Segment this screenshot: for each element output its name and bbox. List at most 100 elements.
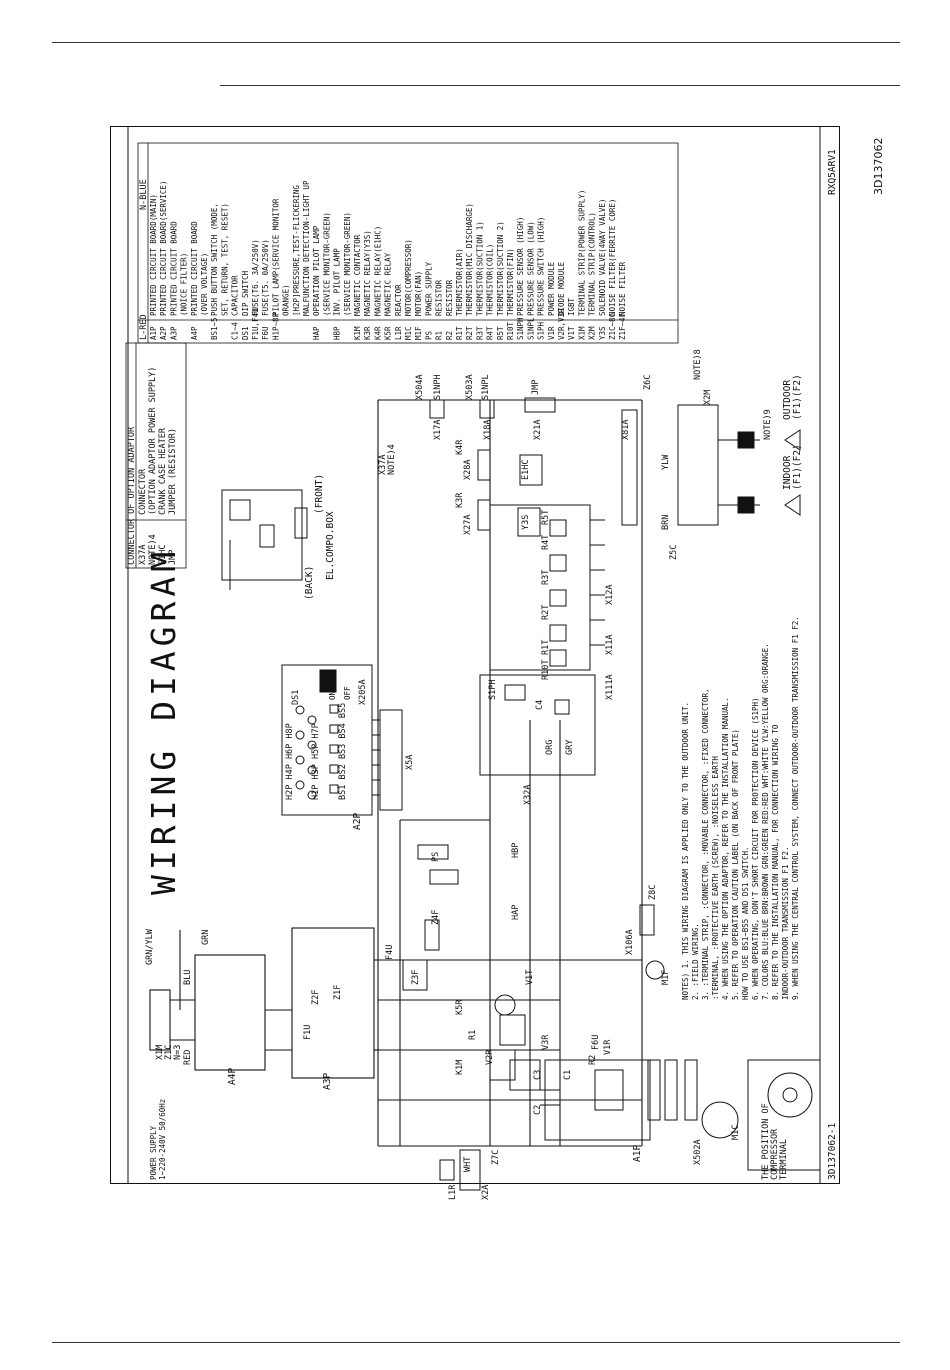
legend-code: A3P <box>169 326 178 340</box>
legend-description: PRINTED CIRCUIT BOARD(SERVICE) <box>159 181 168 316</box>
label-grn: GRN <box>201 930 211 945</box>
legend-description: MAGNETIC RELAY(Y3S) <box>363 230 372 316</box>
legend-code: L1R <box>394 326 403 340</box>
legend-description: (OVER VOLTAGE) <box>200 253 209 316</box>
label-r2: R2 <box>588 1055 598 1065</box>
legend-code: R5T <box>496 326 505 340</box>
note-line: 7. COLORS BLU:BLUE BRN:BROWN GRN:GREEN R… <box>761 643 770 1000</box>
label-note8: NOTE)8 <box>693 349 703 380</box>
legend-description: THERMISTOR(COIL) <box>486 244 495 316</box>
label-x37a: X37A <box>378 455 388 475</box>
label-v2r: V2R <box>485 1049 495 1065</box>
legend-code: K4R <box>373 326 382 340</box>
label-x5a: X5A <box>405 755 415 770</box>
label-v3r: V3R <box>541 1034 551 1050</box>
label-z1f: Z1F <box>333 985 343 1000</box>
label-a4p: A4P <box>227 1068 238 1085</box>
note-line: 4. WHEN USING THE OPTION ADAPTOR, REFER … <box>721 697 730 1000</box>
legend-code: R4T <box>486 326 495 340</box>
label-on: ON <box>328 691 337 700</box>
label-note4: NOTE)4 <box>387 444 397 475</box>
label-h-lamps-bot: H1P H3P H5P H7P <box>311 723 321 800</box>
label-k4r: K4R <box>455 439 465 455</box>
label-x111a: X111A <box>605 674 615 700</box>
legend-description: SOLENOID VALVE(4WAY VALVE) <box>598 199 607 316</box>
legend-code: F6U <box>261 326 270 340</box>
legend-code: R2 <box>445 331 454 340</box>
legend-code: Z1C~8C <box>608 313 617 340</box>
legend-code: M1C <box>404 326 413 340</box>
legend-description: INV. PILOT LAMP <box>333 248 342 316</box>
legend-code: K3R <box>363 326 372 340</box>
indoor-label: INDOOR <box>782 455 793 490</box>
label-y3s: Y3S <box>521 515 531 530</box>
label-r10t: R10T <box>541 660 551 680</box>
label-r1: R1 <box>468 1030 478 1040</box>
legend-description: [H2P]PRESSURE,TEST-FLICKERING <box>292 185 301 316</box>
label-x502a: X502A <box>693 1139 703 1165</box>
legend-code: V1T <box>567 326 576 340</box>
label-x27a: X27A <box>463 515 473 535</box>
label-n3: N=3 <box>173 1045 183 1060</box>
label-e1hc: E1HC <box>521 460 531 480</box>
a2p-board <box>281 664 403 816</box>
label-l1r: L1R <box>448 1184 458 1200</box>
indoor-term: (F1)(F2) <box>792 444 803 490</box>
legend-description: MALFUNCTION DETECTION-LIGHT UP <box>302 180 311 316</box>
label-note9: NOTE)9 <box>763 409 773 440</box>
note-line: HOW TO USE BS1~BS5 AND DS1 SWITCH. <box>741 846 750 1000</box>
legend-code: R3T <box>475 326 484 340</box>
label-z6c: Z6C <box>643 375 653 390</box>
legend-code: X1M <box>577 326 586 340</box>
legend-description: PRINTED CIRCUIT BOARD <box>190 221 199 316</box>
label-s1npl: S1NPL <box>481 374 491 400</box>
label-x81a: X81A <box>621 420 631 440</box>
legend-code: HAP <box>312 326 321 340</box>
legend-description: MAGNETIC CONTACTOR <box>353 234 362 316</box>
note-line: NOTES) 1. THIS WIRING DIAGRAM IS APPLIED… <box>681 702 690 1000</box>
oa-code-4: JMP <box>168 550 178 565</box>
label-x17a: X17A <box>433 420 443 440</box>
oa-code-2: NOTE)4 <box>148 534 158 565</box>
legend-code: C1~4 <box>231 321 240 340</box>
note-line: 9. WHEN USING THE CENTRAL CONTROL SYSTEM… <box>791 616 800 1000</box>
legend-description: CAPACITOR <box>231 275 240 316</box>
compressor-note-1: THE POSITION OF <box>761 1103 771 1180</box>
label-x106a: X106A <box>625 929 635 955</box>
legend-description: NOISE FILTER <box>618 261 627 316</box>
label-x504a: X504A <box>415 374 425 400</box>
legend-code: X2M <box>588 326 597 340</box>
legend-code: M1F <box>414 326 423 340</box>
wire-red: RED <box>183 1050 193 1065</box>
legend-code: A1P <box>149 326 158 340</box>
label-x18a: X18A <box>483 420 493 440</box>
legend-description: DIP SWITCH <box>241 270 250 316</box>
label-r5t: R5T <box>541 510 551 525</box>
label-r3t: R3T <box>541 570 551 585</box>
note-line: 2. :FIELD WIRING. <box>691 923 700 1000</box>
legend-description: SET, RETURN, TEST, RESET) <box>220 203 229 316</box>
label-z4f: Z4F <box>431 910 441 925</box>
legend-code: DS1 <box>241 326 250 340</box>
oa-desc-1: CONNECTOR <box>138 468 148 515</box>
label-k1m: K1M <box>455 1060 465 1075</box>
legend-header-right: N-BLUE <box>139 179 149 210</box>
label-h-lamps-top: H2P H4P H6P H8P <box>285 723 295 800</box>
legend-description: POWER MODULE <box>547 261 556 316</box>
legend-code: S1NPL <box>526 317 535 340</box>
note-line: 6. WHEN OPERATING, DON'T SHORT CIRCUIT F… <box>751 697 760 1000</box>
compressor-note-2: COMPRESSOR <box>770 1128 780 1180</box>
power-modules <box>402 844 624 1191</box>
label-a2p: A2P <box>352 813 363 830</box>
label-z2f: Z2F <box>311 990 321 1005</box>
label-x32a: X32A <box>523 785 533 805</box>
legend-description: PRESSURE SENSOR (LOW) <box>526 221 535 316</box>
wire-blu: BLU <box>183 970 193 985</box>
legend-description: POWER SUPPLY <box>424 261 433 316</box>
oa-code-3: E1HC <box>158 545 168 565</box>
wire-brn: BRN <box>661 515 671 530</box>
legend-description: RESISTOR <box>435 279 444 316</box>
legend-description: FUSE(T5. 0A/250V) <box>261 239 270 316</box>
label-r4t: R4T <box>541 535 551 550</box>
legend-description: MOTOR(COMPRESSOR) <box>404 239 413 316</box>
